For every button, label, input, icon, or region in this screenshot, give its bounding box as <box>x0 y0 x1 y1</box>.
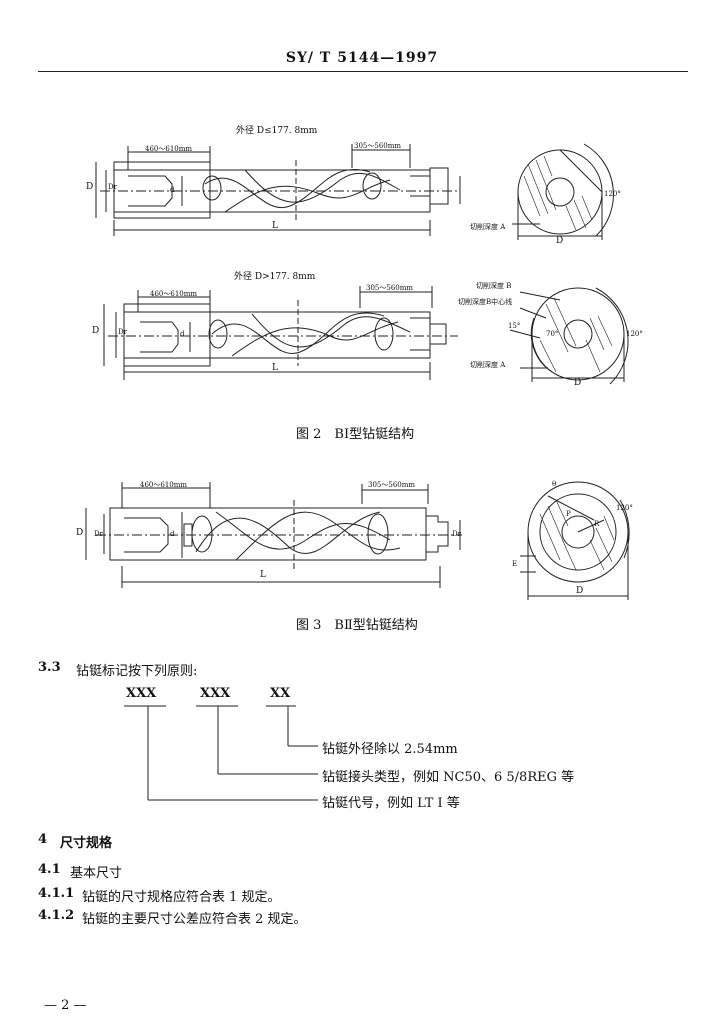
fig2-dim-left: 460～610mm <box>145 145 192 153</box>
fig2b-dim-right: 305～560mm <box>366 284 413 292</box>
standard-code: SY/ T 5144—1997 <box>285 50 439 66</box>
fig3-label-Dx: D <box>576 586 584 596</box>
fig2b-label-d: d <box>180 330 185 338</box>
fig2-angle-70: 70° <box>546 330 559 338</box>
fig3-label-Dr-right: Dr <box>452 530 461 538</box>
code-part-3: XX <box>270 686 291 701</box>
fig2-top-label: 外径 D≤177. 8mm <box>236 126 318 136</box>
fig2b-cross-depth-A: 切削深度 A <box>470 361 506 369</box>
marking-note-connection: 钻铤接头类型，例如 NC50、6 5/8REG 等 <box>322 770 575 785</box>
fig2-label-d: d <box>170 186 175 194</box>
fig2-cross-depth-A: 切削深度 A <box>470 223 506 231</box>
fig2b-dim-left: 460～610mm <box>150 290 197 298</box>
section-4-number: 4 <box>38 832 48 847</box>
fig2-angle-120: 120° <box>604 190 621 198</box>
section-4-1-text: 基本尺寸 <box>70 866 123 881</box>
fig2b-angle-120: 120° <box>626 330 643 338</box>
code-part-2: XXX <box>200 686 231 701</box>
fig2-dim-right: 305～560mm <box>354 142 401 150</box>
fig3-dim-left: 460～610mm <box>140 481 187 489</box>
fig3-label-E: E <box>512 560 518 568</box>
fig3-label-theta: θ <box>552 480 557 488</box>
section-3-3-text: 钻铤标记按下列原则: <box>76 664 198 679</box>
fig2-cut-center-line: 切削深度B中心线 <box>458 298 513 306</box>
marking-note-diameter: 钻铤外径除以 2.54mm <box>322 742 458 757</box>
fig2b-label-L: L <box>272 363 278 373</box>
fig2b-cross-D: D <box>574 378 582 388</box>
fig3-label-P: P <box>566 510 571 518</box>
section-3-3-number: 3.3 <box>38 660 61 675</box>
fig3-label-d: d <box>170 530 175 538</box>
fig3-label-Dr: Dr <box>94 530 103 538</box>
fig3-label-L: L <box>260 570 266 580</box>
fig2-label-L: L <box>272 221 278 231</box>
figure3-caption: 图 3 BⅡ型钻铤结构 <box>296 618 418 633</box>
code-part-1: XXX <box>126 686 157 701</box>
fig2-label-Dr: Dr <box>108 183 117 191</box>
fig2-cross-D: D <box>556 236 564 246</box>
page-number: — 2 — <box>44 998 87 1013</box>
fig2-cut-depth-B: 切削深度 B <box>476 282 512 290</box>
fig2-bottom-label: 外径 D>177. 8mm <box>234 272 316 282</box>
fig2b-label-Dr: Dr <box>118 328 127 336</box>
fig2-label-D: D <box>86 182 94 192</box>
fig3-dim-right: 305～560mm <box>368 481 415 489</box>
section-4-1-number: 4.1 <box>38 862 61 877</box>
section-4-1-1-text: 钻铤的尺寸规格应符合表 1 规定。 <box>82 890 281 905</box>
figure2-caption: 图 2 BⅠ型钻铤结构 <box>296 427 415 442</box>
header-rule <box>38 71 688 72</box>
fig2b-label-D: D <box>92 326 100 336</box>
section-4-title: 尺寸规格 <box>60 836 113 851</box>
marking-note-code: 钻铤代号，例如 LT I 等 <box>322 796 460 811</box>
fig3-angle-120: 120° <box>616 504 633 512</box>
section-4-1-1-number: 4.1.1 <box>38 886 75 901</box>
fig2-angle-15: 15° <box>508 322 521 330</box>
section-4-1-2-number: 4.1.2 <box>38 908 75 923</box>
section-4-1-2-text: 钻铤的主要尺寸公差应符合表 2 规定。 <box>82 912 307 927</box>
fig3-label-R: R <box>594 520 600 528</box>
fig3-label-D: D <box>76 528 84 538</box>
